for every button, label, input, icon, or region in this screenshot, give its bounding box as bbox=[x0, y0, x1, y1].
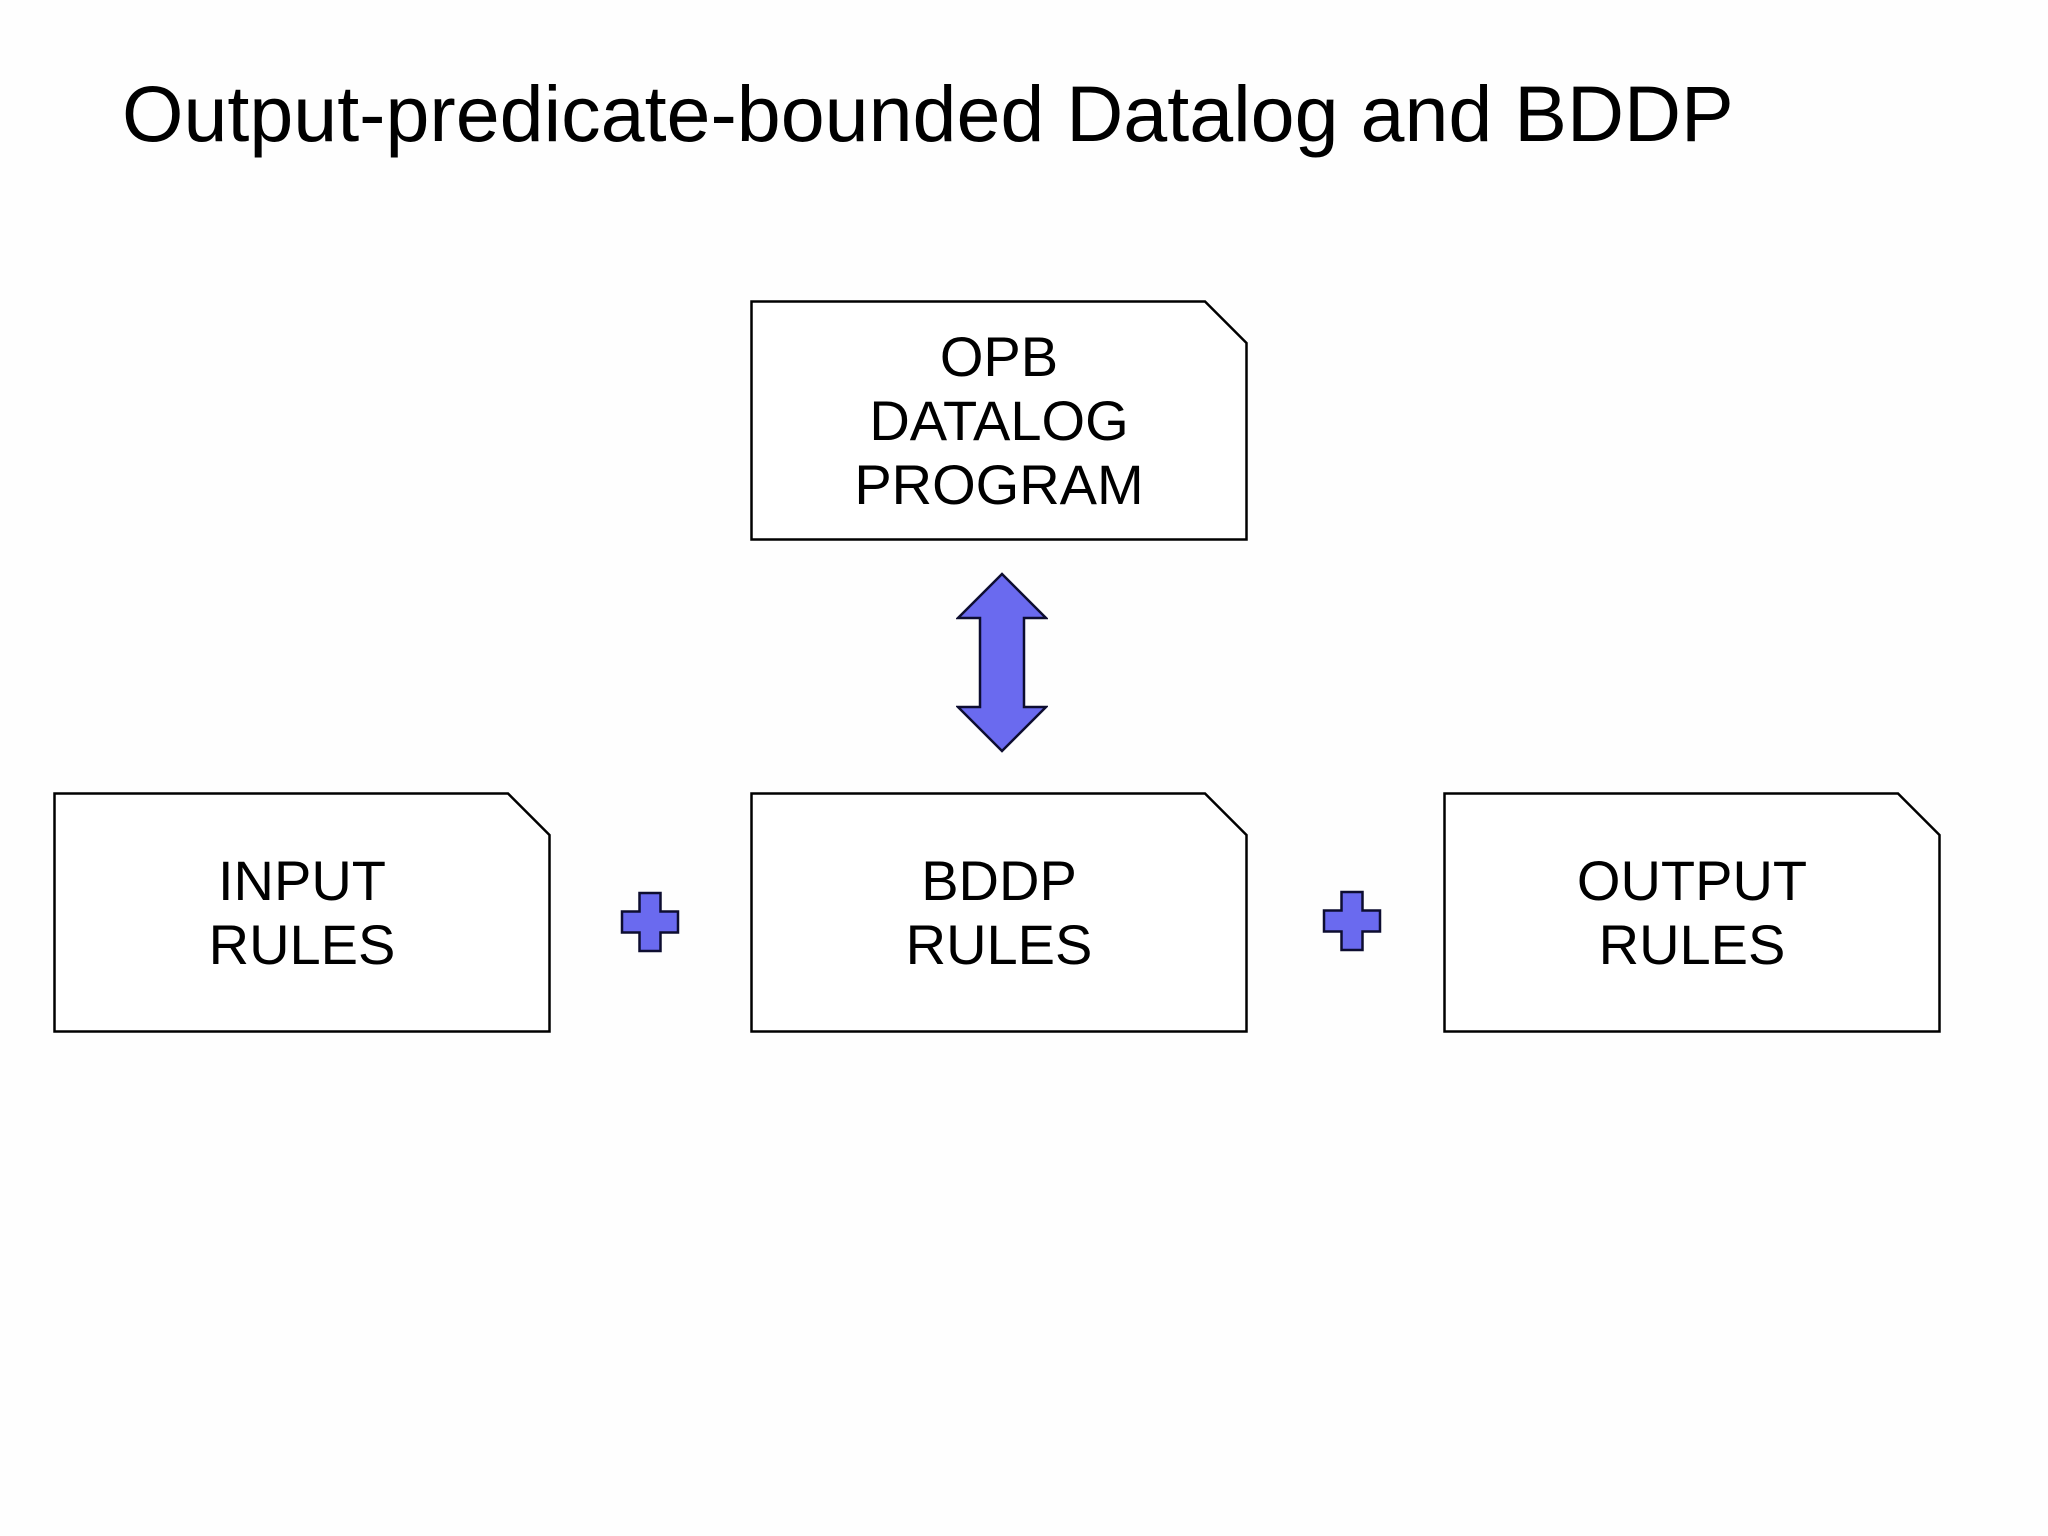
box-label: OPB DATALOG PROGRAM bbox=[750, 300, 1248, 541]
output-rules-box: OUTPUT RULES bbox=[1443, 792, 1941, 1033]
box-label-line: RULES bbox=[905, 912, 1093, 976]
box-label-line: RULES bbox=[1598, 912, 1786, 976]
plus-icon bbox=[1322, 890, 1382, 952]
box-label-line: PROGRAM bbox=[854, 452, 1144, 516]
plus-icon bbox=[620, 891, 680, 953]
box-label-line: DATALOG bbox=[869, 388, 1129, 452]
card-shape bbox=[53, 792, 551, 1033]
box-label: BDDP RULES bbox=[750, 792, 1248, 1033]
opb-datalog-program-box: OPB DATALOG PROGRAM bbox=[750, 300, 1248, 541]
box-label: OUTPUT RULES bbox=[1443, 792, 1941, 1033]
box-label-line: RULES bbox=[208, 912, 396, 976]
slide-title: Output-predicate-bounded Datalog and BDD… bbox=[122, 69, 1734, 158]
card-shape bbox=[750, 300, 1248, 541]
input-rules-box: INPUT RULES bbox=[53, 792, 551, 1033]
box-label-line: INPUT bbox=[218, 848, 386, 912]
box-label: INPUT RULES bbox=[53, 792, 551, 1033]
card-shape bbox=[1443, 792, 1941, 1033]
bddp-rules-box: BDDP RULES bbox=[750, 792, 1248, 1033]
card-shape bbox=[750, 792, 1248, 1033]
box-label-line: OUTPUT bbox=[1576, 848, 1808, 912]
box-label-line: BDDP bbox=[921, 848, 1077, 912]
up-down-arrow-icon bbox=[956, 572, 1048, 753]
box-label-line: OPB bbox=[939, 324, 1059, 388]
